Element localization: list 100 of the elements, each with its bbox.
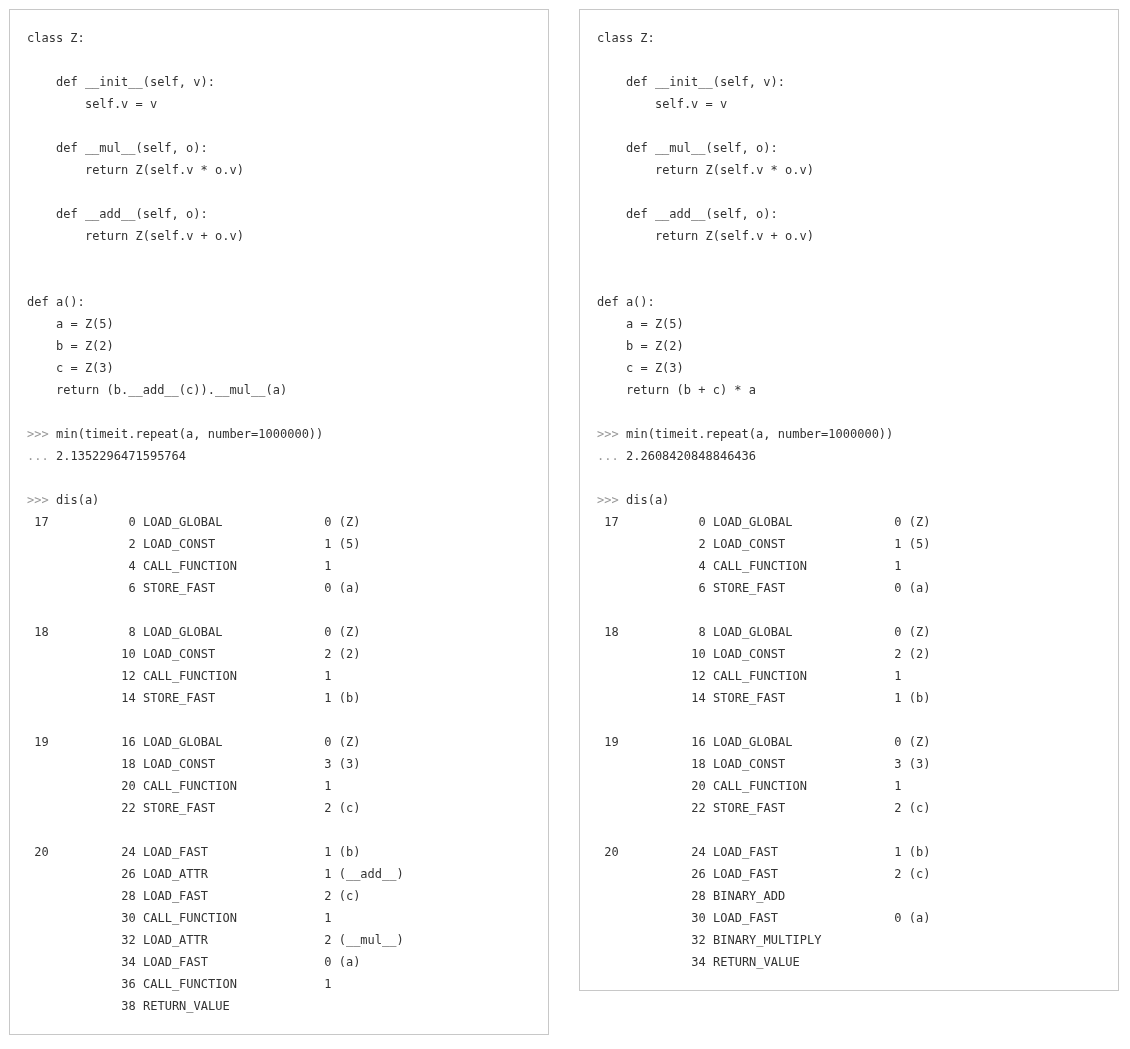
code-line: return Z(self.v * o.v) [655,162,814,178]
code-line: def a(): [27,294,85,310]
opcode-name: STORE_FAST [143,800,216,816]
opcode-name: LOAD_CONST [713,536,786,552]
opcode-name: LOAD_GLOBAL [713,734,793,750]
opcode-argument: 1 (b) [324,690,361,706]
opcode-argument: 0 (Z) [324,624,361,640]
bytecode-offset: 32 [121,932,136,948]
opcode-argument: 0 (Z) [894,734,931,750]
line-number: 17 [34,514,49,530]
bytecode-offset: 10 [121,646,136,662]
line-number: 18 [34,624,49,640]
bytecode-offset: 12 [121,668,136,684]
bytecode-offset: 34 [691,954,706,970]
opcode-argument: 0 (Z) [894,624,931,640]
opcode-name: CALL_FUNCTION [713,668,807,684]
code-line: def __add__(self, o): [56,206,208,222]
code-line: c = Z(3) [56,360,114,376]
bytecode-offset: 2 [128,536,136,552]
opcode-argument: 1 [894,778,902,794]
code-line: def __init__(self, v): [56,74,215,90]
bytecode-offset: 16 [691,734,706,750]
bytecode-offset: 34 [121,954,136,970]
opcode-argument: 1 [324,976,332,992]
bytecode-offset: 18 [121,756,136,772]
code-line: def __mul__(self, o): [56,140,208,156]
opcode-name: LOAD_FAST [143,844,209,860]
opcode-name: LOAD_FAST [713,910,779,926]
code-line: dis(a) [626,492,670,508]
code-line: def a(): [597,294,655,310]
bytecode-offset: 8 [128,624,136,640]
opcode-name: STORE_FAST [713,690,786,706]
opcode-name: LOAD_CONST [143,756,216,772]
opcode-name: CALL_FUNCTION [713,778,807,794]
opcode-name: RETURN_VALUE [143,998,230,1014]
code-line: self.v = v [655,96,728,112]
line-number: 18 [604,624,619,640]
line-number: 19 [604,734,619,750]
code-line: self.v = v [85,96,158,112]
code-line: dis(a) [56,492,100,508]
opcode-name: LOAD_GLOBAL [143,514,223,530]
opcode-argument: 2 (c) [324,888,361,904]
opcode-name: LOAD_ATTR [143,932,209,948]
opcode-name: LOAD_FAST [713,866,779,882]
bytecode-offset: 30 [121,910,136,926]
opcode-argument: 0 (a) [894,910,931,926]
code-line: a = Z(5) [56,316,114,332]
bytecode-offset: 28 [691,888,706,904]
opcode-argument: 1 (5) [894,536,931,552]
prompt: ... [27,448,49,464]
bytecode-offset: 38 [121,998,136,1014]
code-line: b = Z(2) [626,338,684,354]
bytecode-offset: 2 [698,536,706,552]
opcode-name: LOAD_GLOBAL [713,624,793,640]
opcode-name: LOAD_CONST [713,756,786,772]
opcode-argument: 2 (2) [894,646,931,662]
prompt: ... [597,448,619,464]
opcode-argument: 1 [894,668,902,684]
prompt: >>> [597,492,619,508]
prompt: >>> [27,492,49,508]
line-number: 20 [34,844,49,860]
bytecode-offset: 26 [121,866,136,882]
bytecode-offset: 32 [691,932,706,948]
opcode-argument: 1 [324,778,332,794]
code-line: def __mul__(self, o): [626,140,778,156]
opcode-name: LOAD_FAST [143,954,209,970]
bytecode-offset: 16 [121,734,136,750]
opcode-name: LOAD_CONST [143,646,216,662]
bytecode-offset: 22 [691,800,706,816]
opcode-name: STORE_FAST [713,580,786,596]
line-number: 19 [34,734,49,750]
bytecode-offset: 26 [691,866,706,882]
bytecode-offset: 12 [691,668,706,684]
opcode-argument: 2 (__mul__) [324,932,404,948]
code-line: class Z: [597,30,655,46]
code-line: return Z(self.v + o.v) [85,228,244,244]
opcode-name: LOAD_GLOBAL [713,514,793,530]
bytecode-offset: 20 [121,778,136,794]
code-line: class Z: [27,30,85,46]
code-line: return (b + c) * a [626,382,757,398]
line-number: 20 [604,844,619,860]
bytecode-offset: 14 [691,690,706,706]
prompt: >>> [597,426,619,442]
bytecode-offset: 6 [128,580,136,596]
code-line: a = Z(5) [626,316,684,332]
opcode-argument: 0 (Z) [324,734,361,750]
code-line: return Z(self.v * o.v) [85,162,244,178]
opcode-name: LOAD_CONST [713,646,786,662]
code-line: return (b.__add__(c)).__mul__(a) [56,382,288,398]
opcode-name: STORE_FAST [143,580,216,596]
opcode-argument: 1 (__add__) [324,866,404,882]
bytecode-offset: 0 [128,514,136,530]
opcode-argument: 3 (3) [894,756,931,772]
opcode-name: BINARY_MULTIPLY [713,932,822,948]
opcode-argument: 2 (2) [324,646,361,662]
opcode-name: CALL_FUNCTION [713,558,807,574]
opcode-argument: 2 (c) [894,800,931,816]
opcode-argument: 0 (a) [894,580,931,596]
opcode-name: LOAD_CONST [143,536,216,552]
code-line: 2.1352296471595764 [56,448,187,464]
